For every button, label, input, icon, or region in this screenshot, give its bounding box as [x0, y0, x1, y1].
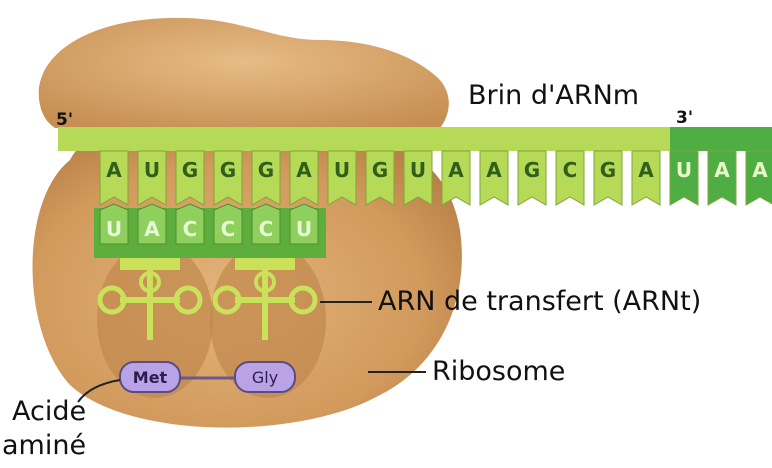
mrna-base-letter: A [714, 158, 730, 182]
mrna-base-letter: G [524, 158, 540, 182]
mrna-base-letter: A [752, 158, 768, 182]
mrna-base-letter: U [410, 158, 426, 182]
amino-acid-name: Gly [252, 368, 278, 387]
anticodon-base-letter: U [296, 217, 312, 241]
mrna-backbone [58, 127, 678, 151]
amino-acid-name: Met [133, 368, 168, 387]
anticodon-base-letter: A [144, 217, 160, 241]
anticodon-base-letter: U [106, 217, 122, 241]
mrna-strand-label: Brin d'ARNm [468, 80, 639, 111]
mrna-base-letter: A [296, 158, 312, 182]
anticodon-base-letter: C [221, 217, 236, 241]
anticodon-base-letter: C [259, 217, 274, 241]
mrna-base-letter: G [258, 158, 274, 182]
mrna-base-letter: G [220, 158, 236, 182]
trna-label: ARN de transfert (ARNt) [378, 286, 701, 317]
ribosome-small-subunit [39, 18, 449, 128]
three-prime-label: 3' [676, 108, 693, 128]
mrna-base-letter: U [334, 158, 350, 182]
mrna-base-letter: A [638, 158, 654, 182]
mrna-base-letter: U [676, 158, 692, 182]
mrna-base-letter: G [182, 158, 198, 182]
mrna-base-letter: G [600, 158, 616, 182]
trna-stem-top [120, 258, 180, 270]
mrna-base-letter: U [144, 158, 160, 182]
ribosome-label: Ribosome [432, 356, 565, 387]
mrna-base-letter: A [448, 158, 464, 182]
mrna-backbone-exit [670, 127, 772, 151]
mrna-base-letter: A [486, 158, 502, 182]
trna-stem-top [235, 258, 295, 270]
mrna-base-letter: G [372, 158, 388, 182]
amino-acid-label-line1: Acide [12, 396, 86, 427]
five-prime-label: 5' [56, 110, 73, 130]
anticodon-base-letter: C [183, 217, 198, 241]
mrna-base-letter: A [106, 158, 122, 182]
amino-acid-label-line2: aminé [2, 430, 86, 461]
mrna-base-letter: C [563, 158, 578, 182]
